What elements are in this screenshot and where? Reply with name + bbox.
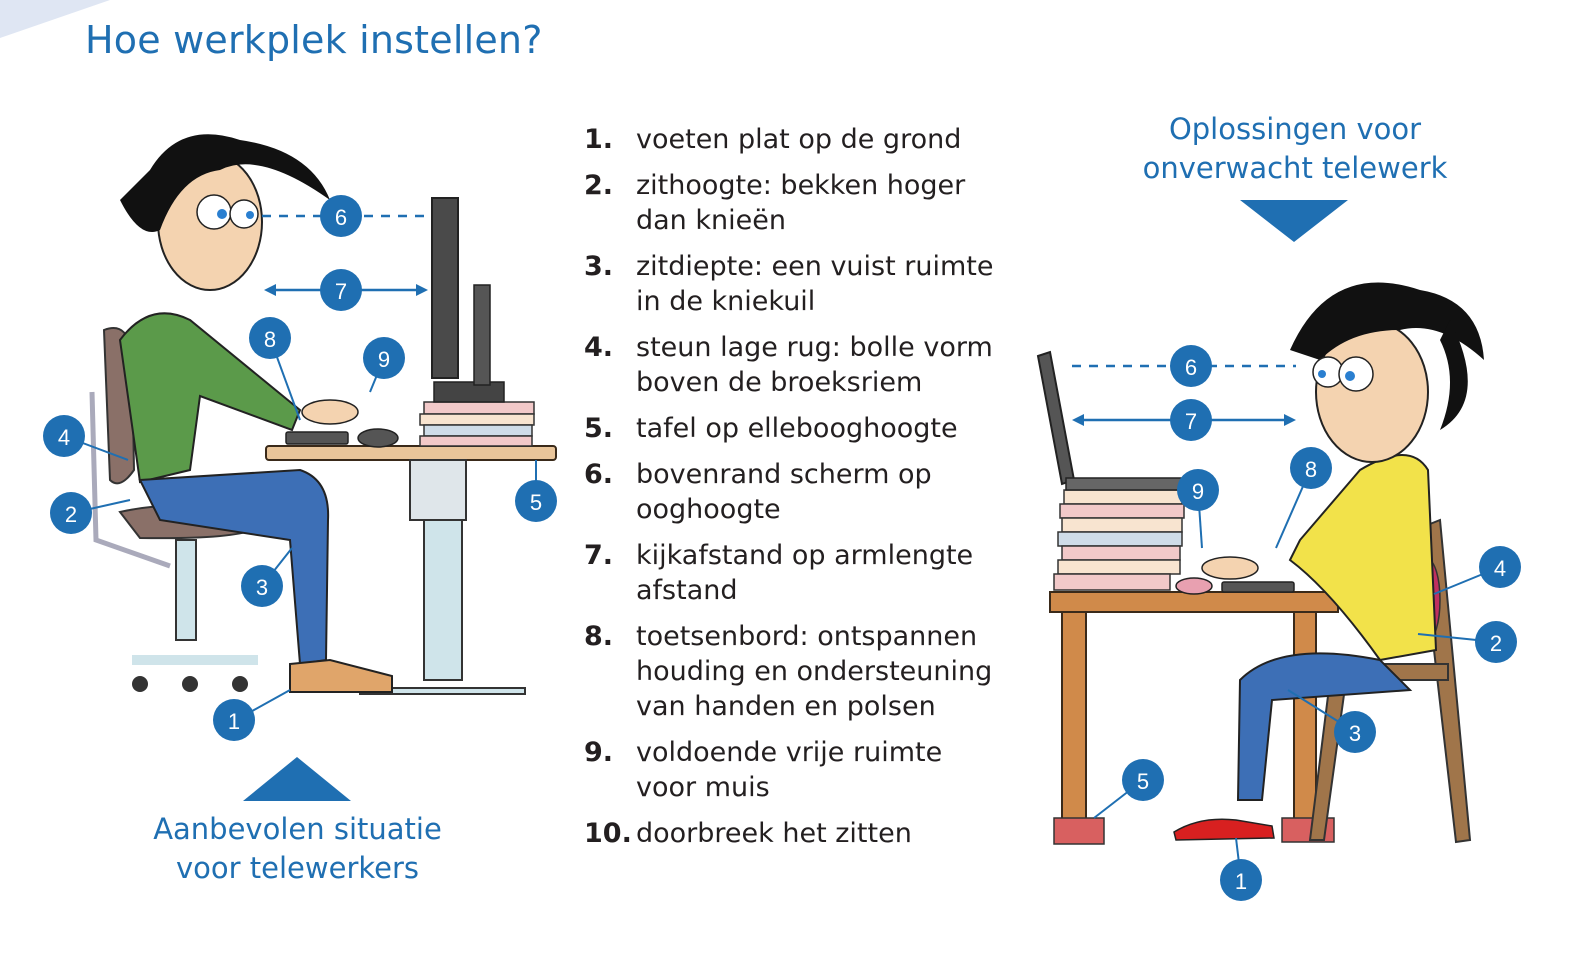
svg-text:7: 7 [1185,409,1197,434]
badge-6: 6 [320,195,362,237]
badge-7: 7 [1170,399,1212,441]
svg-text:1: 1 [1235,869,1247,894]
badge-7: 7 [320,269,362,311]
list-item: 9.voldoende vrije ruimte voor muis [584,737,943,803]
svg-text:2: 2 [65,502,77,527]
badge-8: 8 [249,317,291,359]
recommended-caption: Aanbevolen situatie voor telewerkers [120,810,475,888]
triangle-up-icon [243,757,351,801]
person-male [118,134,393,693]
list-item: 10.doorbreek het zitten [584,818,912,849]
list-item: 2.zithoogte: bekken hoger dan knieën [584,170,966,236]
list-item: 7.kijkafstand op armlengte afstand [584,540,974,606]
badge-4: 4 [1479,546,1521,588]
badge-5: 5 [1122,759,1164,801]
svg-text:4: 4 [58,425,70,450]
triangle-down-icon [1240,200,1348,242]
badge-6: 6 [1170,345,1212,387]
svg-text:2: 2 [1490,631,1502,656]
badge-9: 9 [1177,469,1219,511]
monitor [431,197,505,403]
improvised-caption-line-2: onverwacht telewerk [1142,151,1448,185]
improvised-caption-line-1: Oplossingen voor [1168,112,1422,146]
list-item: 4.steun lage rug: bolle vorm boven de br… [584,332,993,398]
svg-text:1: 1 [228,709,240,734]
badge-9: 9 [363,337,405,379]
keyboard [1221,581,1295,593]
kitchen-table [1049,591,1339,845]
badge-4: 4 [43,415,85,457]
svg-text:5: 5 [530,490,542,515]
svg-text:6: 6 [1185,355,1197,380]
improvised-caption: Oplossingen voor onverwacht telewerk [1120,110,1470,188]
person-female [1173,282,1484,841]
svg-text:8: 8 [1305,457,1317,482]
badge-1: 1 [213,699,255,741]
badge-3: 3 [1334,711,1376,753]
badge-2: 2 [50,492,92,534]
svg-text:6: 6 [335,205,347,230]
mouse [1175,577,1213,595]
list-item: 3.zitdiepte: een vuist ruimte in de knie… [584,251,994,317]
svg-text:7: 7 [335,279,347,304]
svg-text:3: 3 [1349,721,1361,746]
mouse [357,428,399,448]
improvised-workstation-illustration: 1 2 3 4 5 6 7 8 9 [1036,282,1521,901]
svg-text:8: 8 [264,327,276,352]
recommended-workstation-illustration: 1 2 3 4 5 6 7 8 9 [43,134,557,741]
recommended-caption-line-2: voor telewerkers [175,851,420,885]
corner-decoration [0,0,110,38]
badge-2: 2 [1475,621,1517,663]
badge-5: 5 [515,480,557,522]
svg-text:4: 4 [1494,556,1506,581]
recommended-caption-line-1: Aanbevolen situatie [153,812,442,846]
keyboard [285,431,349,445]
list-item: 6.bovenrand scherm op ooghoogte [584,459,932,525]
svg-text:9: 9 [378,347,390,372]
list-item: 5.tafel op ellebooghoogte [584,413,958,444]
badge-1: 1 [1220,859,1262,901]
book-stack [419,401,535,447]
book-stack [1053,489,1185,591]
page-title: Hoe werkplek instellen? [85,18,543,62]
svg-text:9: 9 [1192,479,1204,504]
list-item: 1.voeten plat op de grond [584,124,962,155]
svg-text:5: 5 [1137,769,1149,794]
standing-desk [265,445,557,695]
badge-8: 8 [1290,447,1332,489]
list-item: 8.toetsenbord: ontspannen houding en ond… [584,621,993,722]
badge-3: 3 [241,565,283,607]
svg-text:3: 3 [256,575,268,600]
checklist: 1.voeten plat op de grond 2.zithoogte: b… [584,122,1004,862]
